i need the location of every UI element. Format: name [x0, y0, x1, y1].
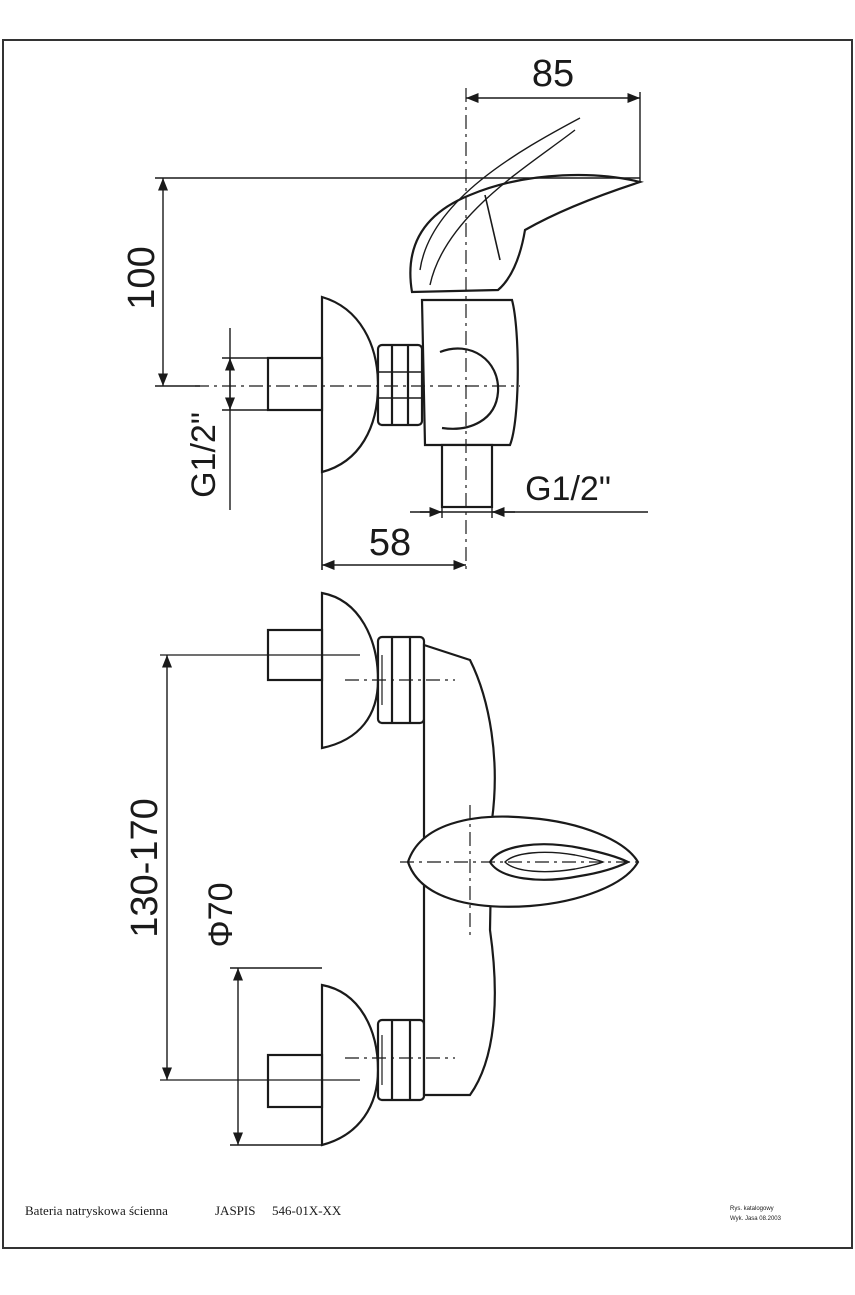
inlet-pipe — [266, 356, 324, 412]
side-view — [195, 88, 644, 572]
footer-note-line2: Wyk. Jasa 08.2003 — [730, 1216, 782, 1222]
lever-side — [409, 173, 644, 294]
drawing-border — [2, 39, 853, 1249]
side-view-dimensions — [155, 92, 648, 571]
outlet-pipe — [440, 443, 494, 509]
dim-thread-left-label: G1/2" — [185, 412, 223, 498]
footer-note-line1: Rys. katalogowy — [730, 1206, 774, 1212]
front-view-dimensions — [161, 655, 322, 1146]
union-nut-lower — [376, 1018, 426, 1102]
title-block: Bateria natryskowa ścienna JASPIS 546-01… — [25, 1203, 782, 1222]
dim-100-label: 100 — [121, 246, 163, 309]
dim-diameter-label: Φ70 — [202, 883, 240, 948]
dim-spacing-label: 130-170 — [124, 798, 166, 937]
inlet-lower — [266, 1053, 324, 1109]
dim-85-label: 85 — [532, 53, 574, 95]
footer-description: Bateria natryskowa ścienna — [25, 1203, 168, 1218]
footer-product-code: 546-01X-XX — [272, 1203, 342, 1218]
front-view — [160, 591, 640, 1147]
wall-plate-upper — [320, 591, 380, 750]
lever-alt-position — [419, 117, 581, 271]
footer-product-name: JASPIS — [215, 1203, 255, 1218]
union-nut-side — [376, 343, 424, 427]
dim-thread-right-label: G1/2" — [525, 470, 611, 508]
wall-plate-side — [320, 295, 380, 474]
mixer-body-side — [420, 298, 519, 447]
dim-58-label: 58 — [369, 522, 411, 564]
wall-plate-lower — [320, 983, 380, 1147]
